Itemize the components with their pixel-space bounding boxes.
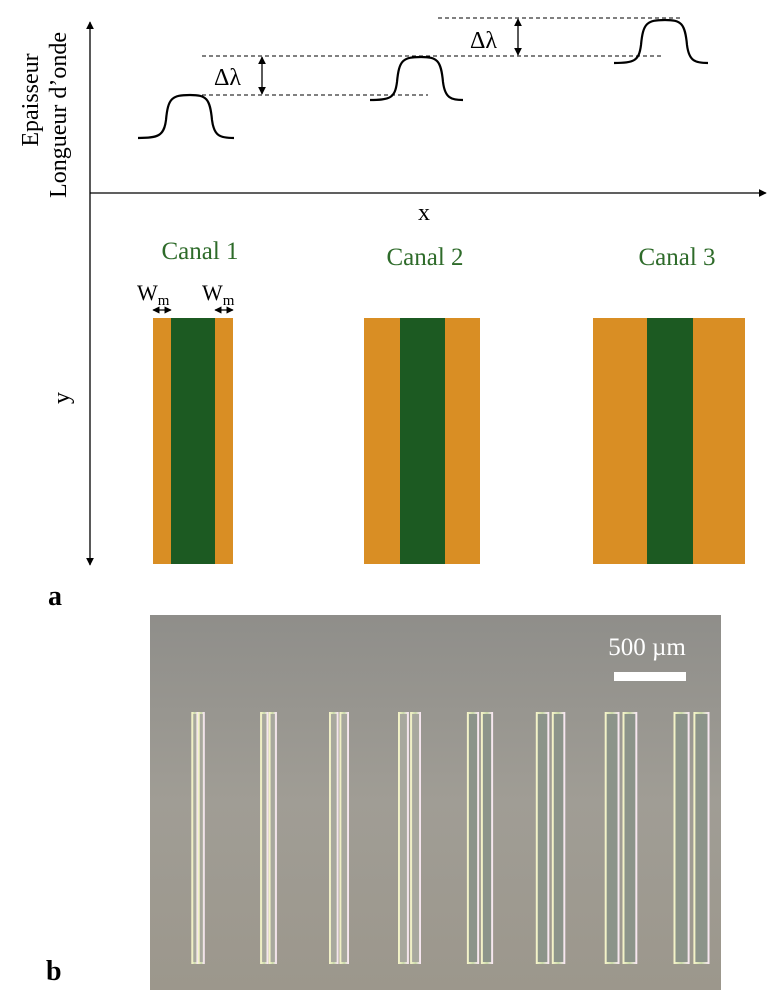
- profile-canal-3: [613, 18, 709, 65]
- channel-block-3: [593, 318, 745, 564]
- x-axis-label: x: [418, 200, 430, 226]
- wm-label-right: Wm: [202, 280, 235, 309]
- micro-channel-wall: [604, 712, 620, 964]
- micro-channel: [329, 712, 349, 964]
- channel-label-2: Canal 2: [386, 244, 463, 271]
- y-axis-label-lower: y: [49, 392, 75, 404]
- micro-channel-wall: [191, 712, 199, 964]
- delta-lambda-label: Δλ: [470, 28, 497, 54]
- channel-core: [647, 318, 693, 564]
- channel-core: [400, 318, 445, 564]
- micro-channel: [673, 712, 710, 964]
- micro-channel: [535, 712, 566, 964]
- channel-block-1: [153, 318, 233, 564]
- micro-channel-wall: [410, 712, 422, 964]
- micro-channel-wall: [329, 712, 339, 964]
- micro-channel-wall: [339, 712, 349, 964]
- micro-channel-wall: [622, 712, 638, 964]
- micro-channel: [191, 712, 205, 964]
- micro-channel-wall: [260, 712, 269, 964]
- delta-lambda-label: Δλ: [214, 65, 241, 91]
- channel-block-2: [364, 318, 480, 564]
- micro-channel-wall: [398, 712, 409, 964]
- micro-channel-wall: [673, 712, 690, 964]
- micro-channel-wall: [268, 712, 277, 964]
- profile-canal-2: [369, 55, 464, 102]
- channel-core: [171, 318, 215, 564]
- panel-a: Epaisseur Longueur d’onde x y Δλ Δλ Cana…: [18, 17, 767, 612]
- channel-label-3: Canal 3: [638, 244, 715, 271]
- micro-channel-wall: [551, 712, 566, 964]
- y-axis-label-longueur-onde: Longueur d’onde: [46, 32, 72, 198]
- micro-channel: [604, 712, 638, 964]
- micro-channel: [466, 712, 494, 964]
- micro-channel-wall: [535, 712, 550, 964]
- micro-channel: [260, 712, 277, 964]
- micro-channel: [398, 712, 422, 964]
- micrograph-stripes: [191, 712, 710, 964]
- profile-canal-1: [137, 93, 235, 140]
- micro-channel-wall: [466, 712, 480, 964]
- panel-label-b: b: [46, 956, 62, 987]
- panel-b: 500 µm b: [46, 615, 721, 990]
- wm-label-left: Wm: [137, 280, 170, 309]
- scale-bar: [614, 672, 686, 681]
- scale-bar-label: 500 µm: [608, 634, 686, 661]
- panel-label-a: a: [48, 581, 62, 612]
- y-axis-label-epaisseur: Epaisseur: [18, 53, 44, 146]
- channel-label-1: Canal 1: [161, 238, 238, 265]
- micro-channel-wall: [480, 712, 494, 964]
- micro-channel-wall: [693, 712, 710, 964]
- micro-channel-wall: [197, 712, 205, 964]
